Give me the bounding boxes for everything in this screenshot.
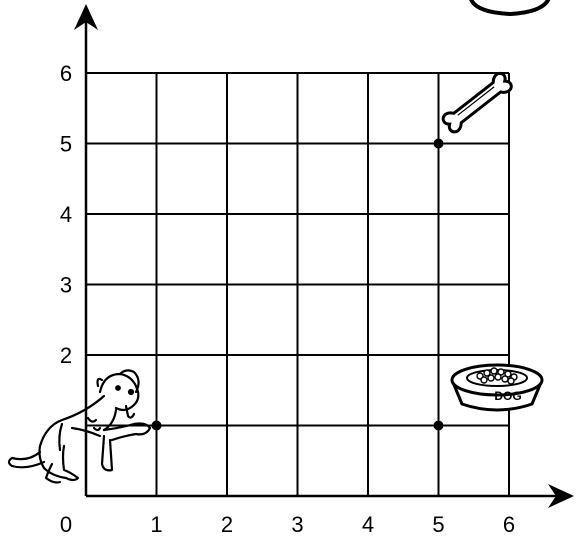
plotted-point	[152, 421, 162, 431]
grid-lines	[86, 73, 509, 496]
cropped-oval-shape	[470, 0, 550, 14]
bone-icon	[441, 71, 513, 134]
x-tick-label: 3	[291, 512, 303, 537]
plotted-point	[434, 421, 444, 431]
y-tick-label: 2	[60, 343, 72, 368]
x-tick-label: 1	[150, 512, 162, 537]
y-tick-label: 6	[60, 61, 72, 86]
x-tick-label: 4	[362, 512, 374, 537]
tick-labels: 0 1 2 3 4 5 6 2 3 4 5 6	[60, 61, 515, 537]
x-tick-label: 6	[503, 512, 515, 537]
plotted-point	[434, 139, 444, 149]
dog-bowl-icon: DOG	[452, 365, 542, 410]
y-tick-label: 5	[60, 132, 72, 157]
y-tick-label: 4	[60, 202, 72, 227]
bowl-label: DOG	[494, 389, 521, 403]
dog-icon	[9, 370, 150, 482]
x-tick-label: 0	[60, 512, 72, 537]
x-tick-label: 5	[432, 512, 444, 537]
x-tick-label: 2	[221, 512, 233, 537]
y-tick-label: 3	[60, 273, 72, 298]
